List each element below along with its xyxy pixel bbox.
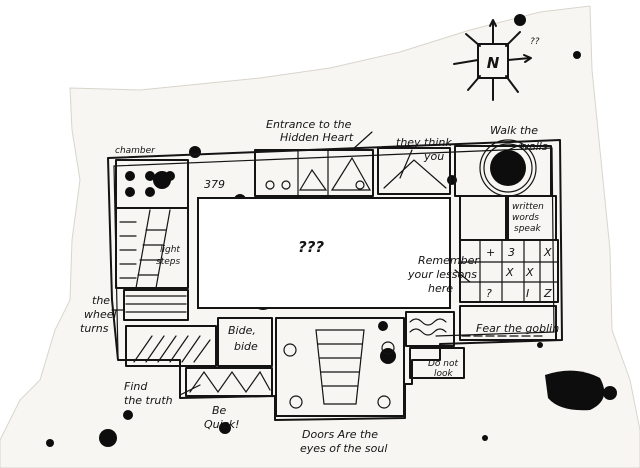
label-wheel: wheel (84, 308, 117, 321)
label-remember: Remember (418, 254, 480, 267)
label-be: Be (212, 404, 227, 417)
tile-symbol: 3 (508, 246, 515, 259)
label-your-lessons: your lessons (407, 268, 477, 281)
label-center-question: ??? (298, 238, 324, 256)
label-look: look (434, 369, 454, 379)
compass-rose-icon (453, 19, 532, 101)
north-rooms (254, 145, 552, 197)
tile-grid (459, 195, 559, 303)
label-words: words (512, 213, 539, 223)
label-entrance-2: Hidden Heart (280, 131, 354, 144)
label-walls: walls (520, 140, 548, 153)
label-379: 379 (204, 178, 225, 191)
label-eyes: eyes of the soul (300, 442, 387, 455)
label-chamber: chamber (115, 146, 156, 156)
tile-symbol: X (525, 266, 534, 279)
southeast-rooms (405, 305, 557, 379)
label-steps: steps (156, 257, 180, 267)
label-speak: speak (514, 224, 541, 234)
compass-north-label: N (487, 54, 500, 72)
west-wing (115, 207, 189, 321)
label-bide: Bide, (228, 324, 256, 337)
label-quick: Quick! (204, 418, 240, 431)
label-they-think-2: you (423, 150, 444, 163)
label-entrance: Entrance to the (266, 118, 352, 131)
label-the-truth: the truth (124, 394, 173, 407)
courtyard (197, 197, 451, 309)
label-walk-the: Walk the (490, 124, 538, 137)
label-bide-2: bide (234, 340, 258, 353)
label-here: here (428, 282, 453, 295)
tile-symbol: ? (486, 287, 492, 300)
label-written: written (512, 202, 544, 212)
south-hall (275, 317, 405, 417)
annotation-arrows (111, 131, 521, 396)
southwest-rooms (125, 317, 273, 397)
tile-symbol: + (486, 246, 495, 259)
label-fear-the-goblin: Fear the goblin (476, 322, 559, 335)
label-they-think: they think (396, 136, 452, 149)
label-doors-are: Doors Are the (302, 428, 378, 441)
tile-symbol: X (543, 246, 552, 259)
tile-symbol: I (526, 287, 529, 300)
label-find: Find (124, 380, 148, 393)
label-do-not: Do not (428, 359, 459, 369)
label-turns: turns (80, 322, 109, 335)
compass-question-label: ?? (530, 37, 540, 47)
tile-symbol: Z (543, 287, 552, 300)
tile-symbol: X (505, 266, 514, 279)
label-the: the (92, 294, 110, 307)
label-light: light (160, 245, 180, 255)
